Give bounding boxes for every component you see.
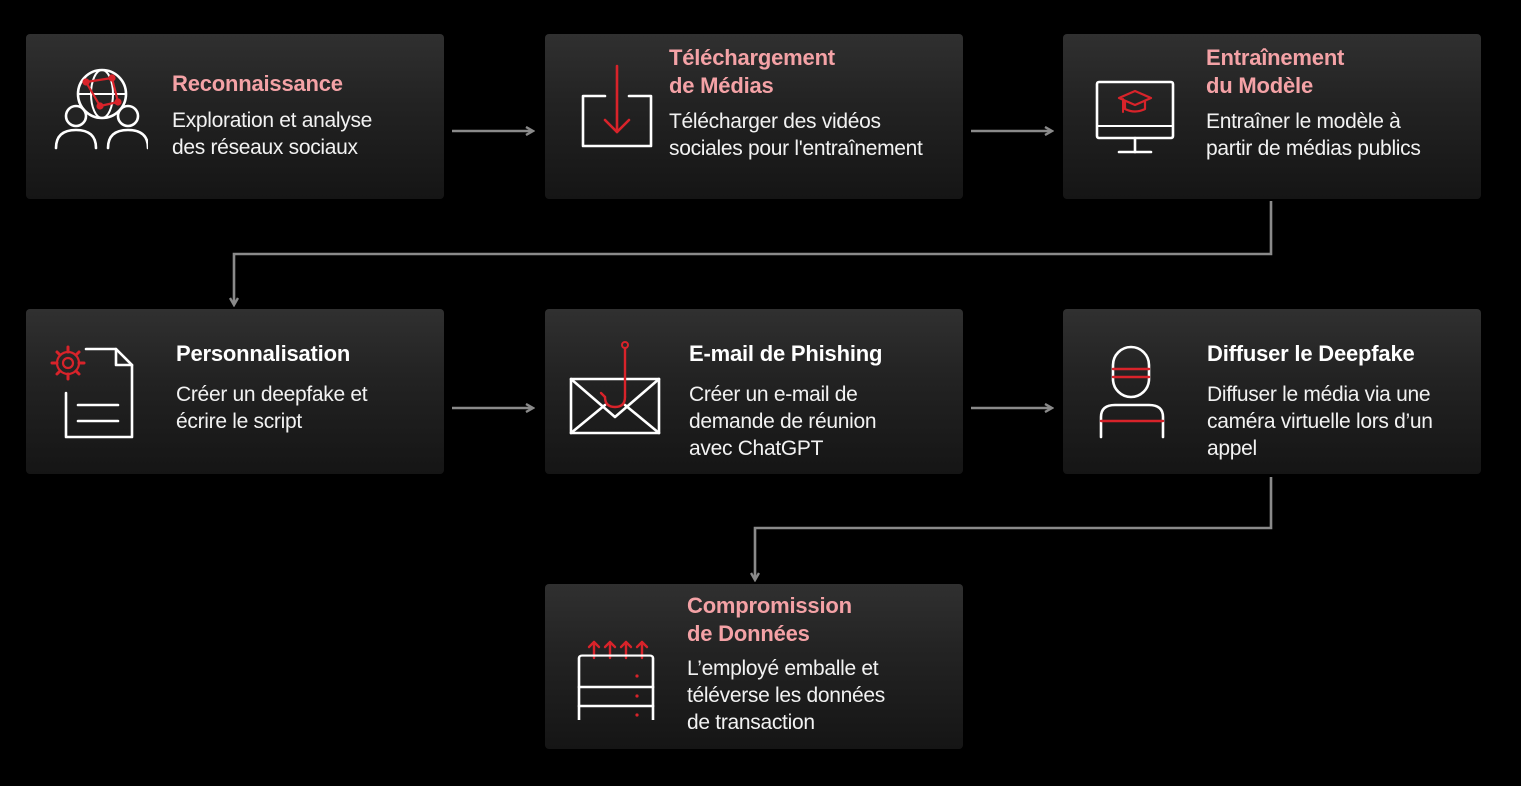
step-title: Entraînement du Modèle <box>1206 45 1345 98</box>
step-text: Personnalisation Créer un deepfake et éc… <box>176 309 434 474</box>
step-text: Reconnaissance Exploration et analyse de… <box>172 34 434 199</box>
step-card-phishing: E-mail de Phishing Créer un e-mail de de… <box>545 309 963 474</box>
step-description: Créer un e-mail de demande de réunion av… <box>689 383 877 460</box>
step-card-compromission: Compromission de Données L’employé embal… <box>545 584 963 749</box>
step-title: Personnalisation <box>176 341 351 366</box>
step-card-entrainement: Entraînement du Modèle Entraîner le modè… <box>1063 34 1481 199</box>
network-people-icon <box>48 60 150 170</box>
arrow-6-to-7 <box>755 477 1273 580</box>
step-text: Diffuser le Deepfake Diffuser le média v… <box>1207 309 1471 474</box>
step-text: Téléchargement de Médias Télécharger des… <box>669 34 953 199</box>
step-title: Diffuser le Deepfake <box>1207 341 1415 366</box>
masked-person-icon <box>1085 335 1185 445</box>
step-text: E-mail de Phishing Créer un e-mail de de… <box>689 309 953 474</box>
step-text: Entraînement du Modèle Entraîner le modè… <box>1206 34 1471 199</box>
step-description: Créer un deepfake et écrire le script <box>176 383 368 433</box>
step-card-diffuser: Diffuser le Deepfake Diffuser le média v… <box>1063 309 1481 474</box>
step-description: Entraîner le modèle à partir de médias p… <box>1206 110 1421 160</box>
server-upload-icon <box>567 610 667 729</box>
step-title: E-mail de Phishing <box>689 341 883 366</box>
document-gear-icon <box>48 335 148 445</box>
step-description: L’employé emballe et téléverse les donné… <box>687 657 885 734</box>
step-title: Téléchargement de Médias <box>669 45 835 98</box>
download-icon <box>567 60 667 170</box>
step-description: Exploration et analyse des réseaux socia… <box>172 109 373 159</box>
step-card-reconnaissance: Reconnaissance Exploration et analyse de… <box>26 34 444 199</box>
step-description: Télécharger des vidéos sociales pour l'e… <box>669 110 923 160</box>
step-title: Reconnaissance <box>172 71 343 96</box>
monitor-graduation-icon <box>1085 60 1185 170</box>
phishing-envelope-icon <box>567 335 667 445</box>
step-card-telechargement: Téléchargement de Médias Télécharger des… <box>545 34 963 199</box>
step-description: Diffuser le média via une caméra virtuel… <box>1207 383 1433 460</box>
step-title: Compromission de Données <box>687 593 852 646</box>
arrow-3-to-4 <box>234 201 1273 305</box>
step-card-personnalisation: Personnalisation Créer un deepfake et éc… <box>26 309 444 474</box>
step-text: Compromission de Données L’employé embal… <box>687 584 953 749</box>
